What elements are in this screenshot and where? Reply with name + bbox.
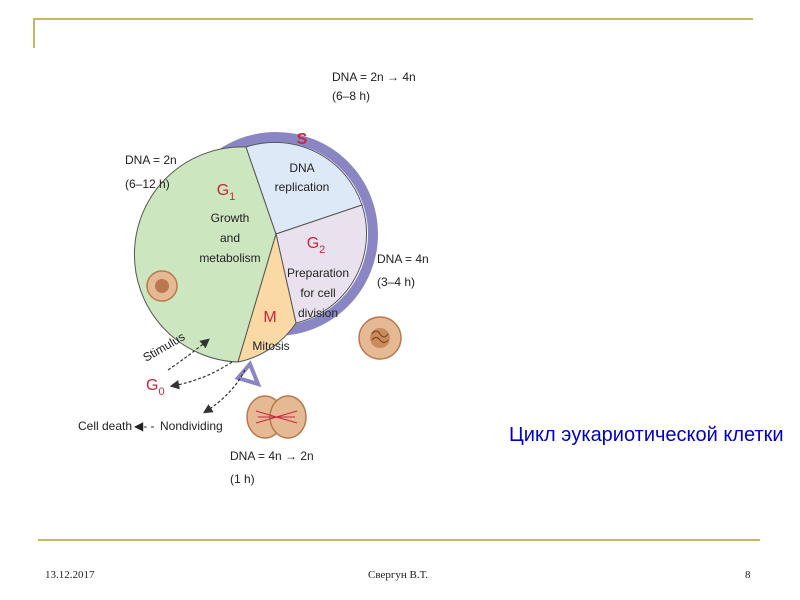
g2-cell-illustration [358, 316, 402, 360]
header-accent-bar [33, 18, 35, 48]
s-line1: DNA [289, 161, 314, 175]
g1-dna-note: DNA = 2n [125, 153, 177, 167]
dash-arrow-left: ◀- - [134, 419, 155, 433]
m-dna-note: DNA = 4n → 2n [230, 449, 314, 463]
dividing-cell-illustration [246, 395, 307, 439]
g1-line2: and [220, 231, 240, 245]
m-title: M [263, 309, 276, 326]
m-time-note: (1 h) [230, 472, 255, 486]
header-rule [33, 18, 753, 20]
g2-time-note: (3–4 h) [377, 275, 415, 289]
s-dna-note: DNA = 2n → 4n [332, 70, 416, 84]
g2-line2: for cell [300, 286, 335, 300]
g1-title: G1 [217, 182, 236, 203]
g1-time-note: (6–12 h) [125, 177, 170, 191]
g1-line1: Growth [211, 211, 250, 225]
stimulus-label: Stimulus [141, 329, 188, 364]
footer-date: 13.12.2017 [45, 569, 95, 581]
nondividing-label: Nondividing [160, 419, 223, 433]
g2-line3: division [298, 306, 338, 320]
cell-death-label: Cell death [78, 419, 132, 433]
s-wedge [245, 141, 363, 235]
s-line2: replication [275, 180, 330, 194]
g2-dna-note: DNA = 4n [377, 252, 429, 266]
s-time-note: (6–8 h) [332, 89, 370, 103]
g0-label: G0 [146, 377, 165, 398]
g2-title: G2 [307, 235, 326, 256]
ring-arrow-head [234, 360, 262, 388]
s-title: S [297, 131, 308, 148]
slide-caption: Цикл эукариотической клетки [509, 424, 784, 446]
footer-page-number: 8 [745, 569, 751, 581]
footer-author: Свергун В.Т. [368, 569, 428, 581]
g1-cell-illustration [146, 270, 178, 302]
g2-line1: Preparation [287, 266, 349, 280]
g0-arrow [169, 361, 233, 390]
m-line1: Mitosis [252, 339, 289, 353]
footer-rule [38, 539, 760, 541]
stimulus-arrow [167, 338, 210, 371]
g1-line3: metabolism [199, 251, 260, 265]
m-wedge [237, 232, 297, 363]
g2-wedge [275, 204, 368, 324]
